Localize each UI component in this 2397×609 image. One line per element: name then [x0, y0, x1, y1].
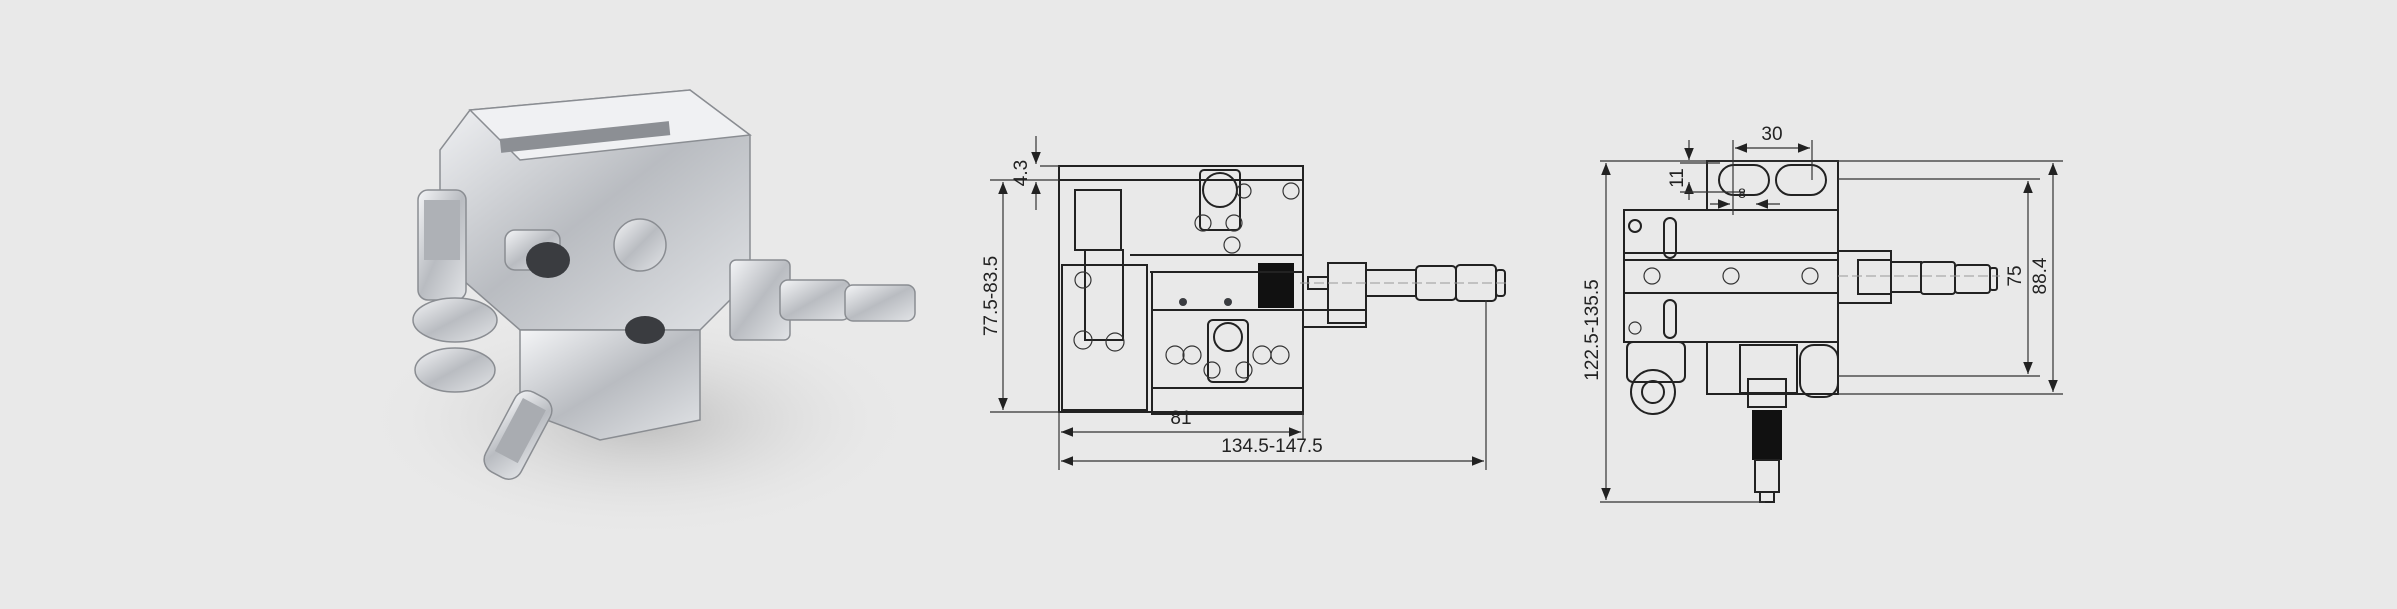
dim-top-offset: 4.3 — [1011, 160, 1032, 186]
knurl-left — [424, 200, 460, 260]
dim-slot-spacing: 30 — [1761, 124, 1782, 145]
top-view-drawing: 30 11 8 122.5-135.5 75 88.4 — [1582, 124, 2063, 503]
dim-height: 77.5-83.5 — [981, 256, 1002, 336]
side-view-drawing: 4.3 77.5-83.5 81 134.5-147.5 — [981, 136, 1510, 470]
dim-base-width: 81 — [1170, 408, 1191, 429]
dim-body-length: 88.4 — [2030, 257, 2051, 294]
dim-slot-offset: 11 — [1667, 168, 1688, 188]
dim-hole-spacing: 75 — [2005, 265, 2026, 286]
dim-total-width: 134.5-147.5 — [1221, 436, 1322, 457]
product-photo — [360, 89, 920, 540]
dim-slot-width: 8 — [1738, 185, 1746, 201]
dim-total-length: 122.5-135.5 — [1582, 279, 1603, 380]
